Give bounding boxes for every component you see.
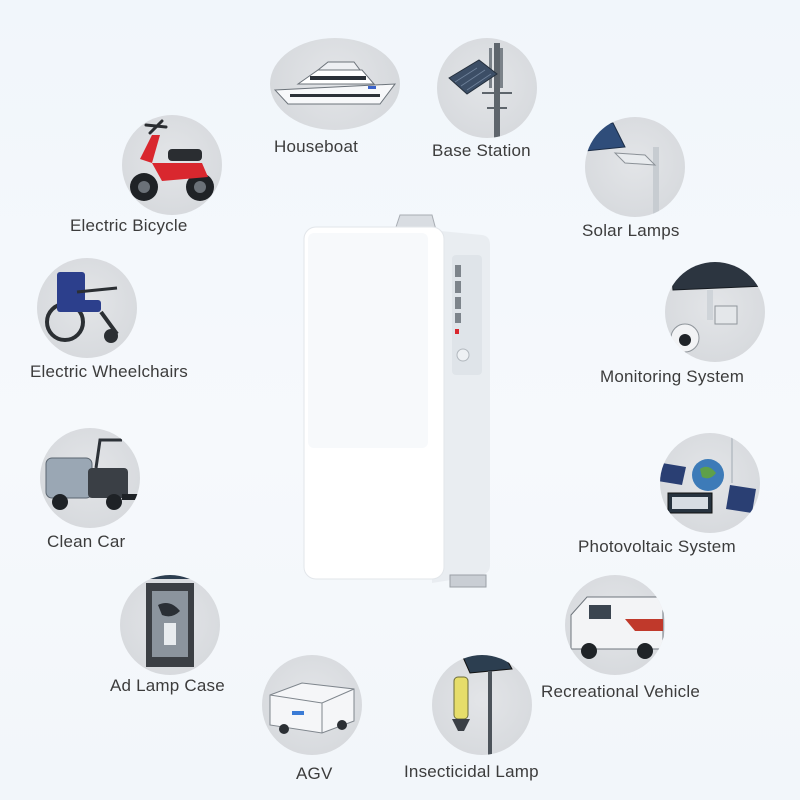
- wall-battery-image: [300, 205, 500, 590]
- security-camera-icon: [670, 262, 765, 353]
- recreational-vehicle-image: [565, 575, 665, 675]
- application-label-solar-lamps: Solar Lamps: [582, 221, 680, 240]
- application-label-insecticidal-lamp: Insecticidal Lamp: [404, 762, 539, 781]
- application-label-recreational-vehicle: Recreational Vehicle: [541, 682, 700, 701]
- insect-lamp-icon: [452, 655, 513, 755]
- ad-lightbox-icon: [144, 575, 194, 667]
- houseboat-image: [270, 38, 400, 130]
- application-label-photovoltaic-system: Photovoltaic System: [578, 537, 736, 556]
- electric-bicycle-icon: [130, 119, 214, 201]
- application-label-clean-car: Clean Car: [47, 532, 126, 551]
- application-label-base-station: Base Station: [432, 141, 531, 160]
- application-label-agv: AGV: [296, 764, 333, 783]
- wind-solar-icon: [660, 433, 756, 514]
- application-label-monitoring-system: Monitoring System: [600, 367, 745, 386]
- agv-robot-icon: [269, 682, 355, 734]
- photovoltaic-system-image: [660, 433, 760, 533]
- houseboat-icon: [273, 61, 397, 105]
- application-label-electric-bicycle: Electric Bicycle: [70, 216, 188, 235]
- electric-bicycle-image: [122, 115, 222, 215]
- base-station-image: [437, 38, 537, 138]
- monitoring-system-image: [665, 262, 765, 362]
- wheelchair-icon: [45, 272, 119, 343]
- floor-sweeper-icon: [45, 438, 138, 510]
- solar-lamp-icon: [585, 122, 659, 217]
- application-label-ad-lamp-case: Ad Lamp Case: [110, 676, 225, 695]
- solar-lamps-image: [585, 117, 685, 217]
- application-label-houseboat: Houseboat: [274, 137, 359, 156]
- motorhome-icon: [570, 596, 664, 659]
- electric-wheelchairs-image: [37, 258, 137, 358]
- clean-car-image: [40, 428, 140, 528]
- insecticidal-lamp-image: [432, 655, 532, 755]
- agv-image: [262, 655, 362, 755]
- ad-lamp-case-image: [120, 575, 220, 675]
- application-label-electric-wheelchairs: Electric Wheelchairs: [30, 362, 188, 381]
- wall-battery-icon: [303, 214, 490, 588]
- base-station-icon: [448, 43, 512, 138]
